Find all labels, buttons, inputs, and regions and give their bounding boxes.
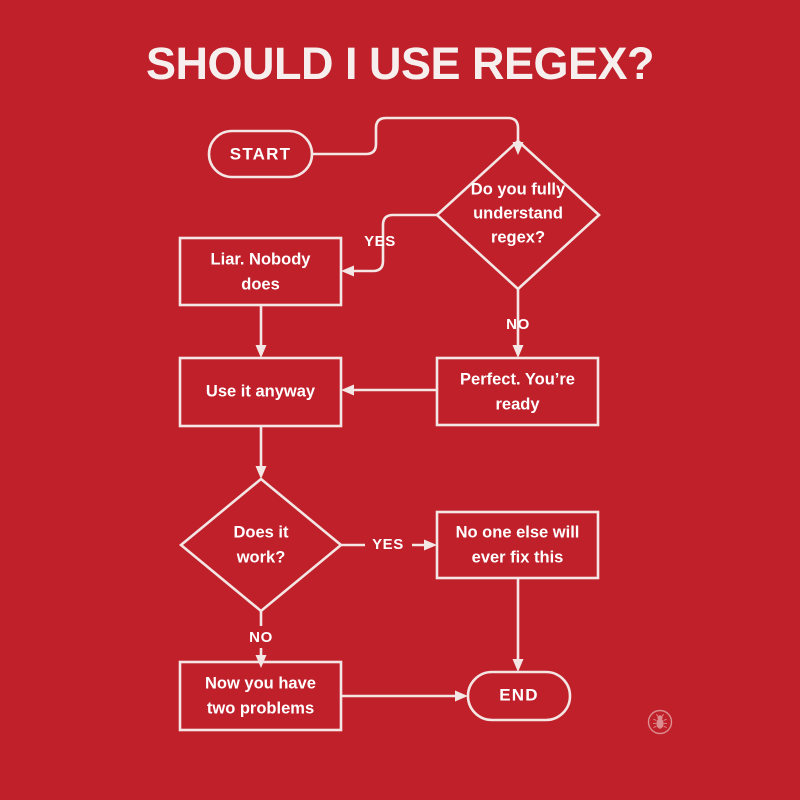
understand-diamond-shape: [435, 139, 601, 291]
node-no-one-else-will-fix[interactable]: No one else will ever fix this: [435, 510, 600, 580]
bug-logo: [647, 709, 673, 735]
arrowhead-twoproblems-end: [455, 690, 468, 702]
connector-understand-yes: [341, 213, 437, 277]
liar-label-line2: does: [241, 275, 280, 293]
end-label: END: [499, 685, 539, 704]
work-diamond-shape: [178, 477, 344, 613]
bug-icon: [653, 714, 667, 729]
node-does-it-work[interactable]: Does it work?: [178, 477, 344, 613]
arrowhead-perfect-use: [341, 384, 354, 396]
connector-use-to-work: [255, 426, 267, 479]
noone-label-line2: ever fix this: [472, 548, 564, 566]
understand-label-line1: Do you fully: [471, 180, 566, 198]
use-label: Use it anyway: [206, 382, 316, 400]
connector-understand-no: [512, 289, 524, 358]
liar-box-shape: [178, 236, 343, 307]
use-box-shape: [178, 356, 343, 428]
connector-start-to-understand: [312, 116, 524, 156]
twoproblems-label-line1: Now you have: [205, 674, 316, 692]
connector-perfect-to-use: [341, 384, 437, 396]
node-start[interactable]: START: [207, 129, 314, 179]
arrowhead-use-work: [255, 466, 267, 479]
start-label: START: [230, 144, 291, 163]
node-use-it-anyway[interactable]: Use it anyway: [178, 356, 343, 428]
arrowhead-noone-end: [512, 659, 524, 672]
connector-work-yes: [341, 539, 437, 551]
arrowhead-understand-liar: [341, 265, 354, 277]
work-label-line1: Does it: [233, 523, 289, 541]
arrowhead-work-noone: [424, 539, 437, 551]
noone-label-line1: No one else will: [456, 523, 580, 541]
edge-label-work-no: NO: [249, 629, 273, 646]
understand-label-line3: regex?: [491, 228, 545, 246]
understand-label-line2: understand: [473, 204, 563, 222]
connector-twoproblems-to-end: [341, 690, 468, 702]
node-understand-regex[interactable]: Do you fully understand regex?: [435, 139, 601, 291]
node-liar-nobody-does[interactable]: Liar. Nobody does: [178, 236, 343, 307]
edge-label-understand-no: NO: [506, 316, 530, 333]
perfect-label-line1: Perfect. You’re: [460, 370, 575, 388]
node-two-problems[interactable]: Now you have two problems: [178, 660, 343, 732]
noone-box-shape: [435, 510, 600, 580]
edge-label-work-yes: YES: [372, 536, 404, 553]
connector-noone-to-end: [512, 578, 524, 672]
arrowhead-liar-use: [255, 345, 267, 358]
end-pill-shape: [466, 670, 572, 722]
start-pill-shape: [207, 129, 314, 179]
edge-label-understand-yes: YES: [364, 233, 396, 250]
connector-liar-to-use: [255, 305, 267, 358]
twoproblems-box-shape: [178, 660, 343, 732]
liar-label-line1: Liar. Nobody: [211, 250, 312, 268]
twoproblems-label-line2: two problems: [207, 699, 314, 717]
perfect-label-line2: ready: [495, 395, 540, 413]
node-perfect-ready[interactable]: Perfect. You’re ready: [435, 356, 600, 427]
bug-logo-ring: [647, 709, 673, 735]
page-title: SHOULD I USE REGEX?: [145, 38, 655, 89]
arrowhead-understand-perfect: [512, 345, 524, 358]
work-label-line2: work?: [236, 548, 286, 566]
node-end[interactable]: END: [466, 670, 572, 722]
perfect-box-shape: [435, 356, 600, 427]
